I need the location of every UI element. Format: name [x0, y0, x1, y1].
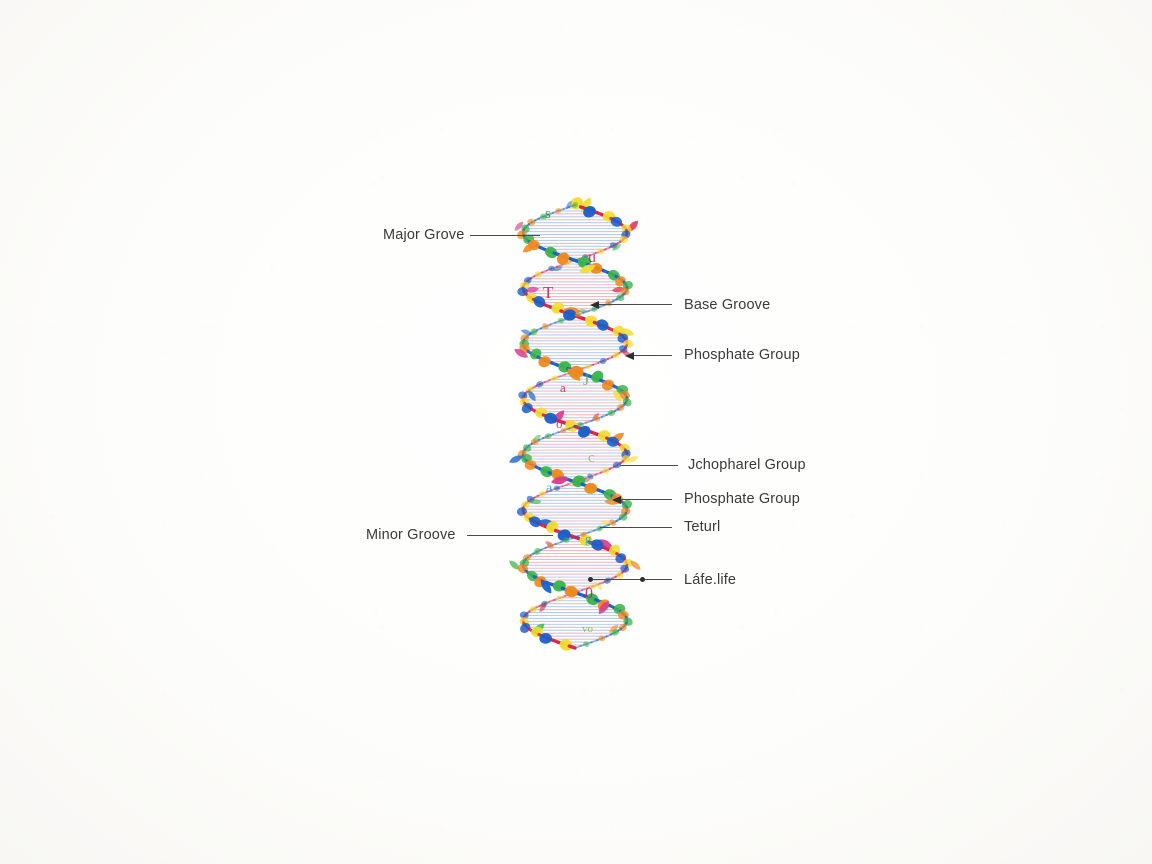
- annotation-label-phosphate-group-lower[interactable]: Phosphate Group: [684, 491, 800, 507]
- annotation-label-jchopharel-group[interactable]: Jchopharel Group: [688, 457, 806, 473]
- helix-hand-mark: c: [588, 450, 595, 466]
- arrowhead-base-groove: [590, 300, 599, 309]
- annotation-label-base-groove[interactable]: Base Groove: [684, 297, 771, 313]
- annotation-label-minor-groove[interactable]: Minor Groove: [366, 527, 456, 543]
- arrowhead-phosphate-group-lower: [612, 495, 621, 504]
- helix-hand-mark: vo: [582, 623, 594, 635]
- helix-hand-mark: a: [560, 380, 566, 395]
- annotation-label-phosphate-group-upper[interactable]: Phosphate Group: [684, 347, 800, 363]
- helix-hand-mark: s: [545, 206, 551, 222]
- leader-line-teturl: [600, 527, 672, 528]
- helix-hand-mark: T: [543, 283, 554, 302]
- leader-line-base-groove: [592, 304, 672, 305]
- leader-line-major-grove: [470, 235, 540, 236]
- arrowhead-phosphate-group-upper: [625, 351, 634, 360]
- helix-strands: [509, 197, 641, 651]
- helix-hand-mark: u: [588, 249, 596, 266]
- helix-hand-mark: g: [585, 531, 592, 546]
- helix-handwritten-marks: s uTa Jo c a g 0 vo: [543, 206, 596, 635]
- leader-dot-lafe-life-1: [639, 576, 645, 582]
- leader-line-jchopharel-group: [620, 465, 678, 466]
- leader-dot-lafe-life-0: [587, 576, 593, 582]
- leader-line-lafe-life: [590, 579, 672, 580]
- leader-line-phosphate-group-lower: [614, 499, 672, 500]
- leader-line-minor-groove: [467, 535, 553, 536]
- annotation-label-lafe-life[interactable]: Láfe.life: [684, 572, 737, 588]
- annotation-label-teturl[interactable]: Teturl: [684, 519, 721, 535]
- helix-hand-mark: a: [546, 481, 553, 496]
- leader-line-phosphate-group-upper: [627, 355, 672, 356]
- annotation-label-major-grove[interactable]: Major Grove: [383, 227, 465, 243]
- helix-hand-mark: 0: [585, 585, 593, 602]
- helix-hand-mark: o: [556, 416, 563, 431]
- helix-hand-mark: J: [583, 372, 589, 389]
